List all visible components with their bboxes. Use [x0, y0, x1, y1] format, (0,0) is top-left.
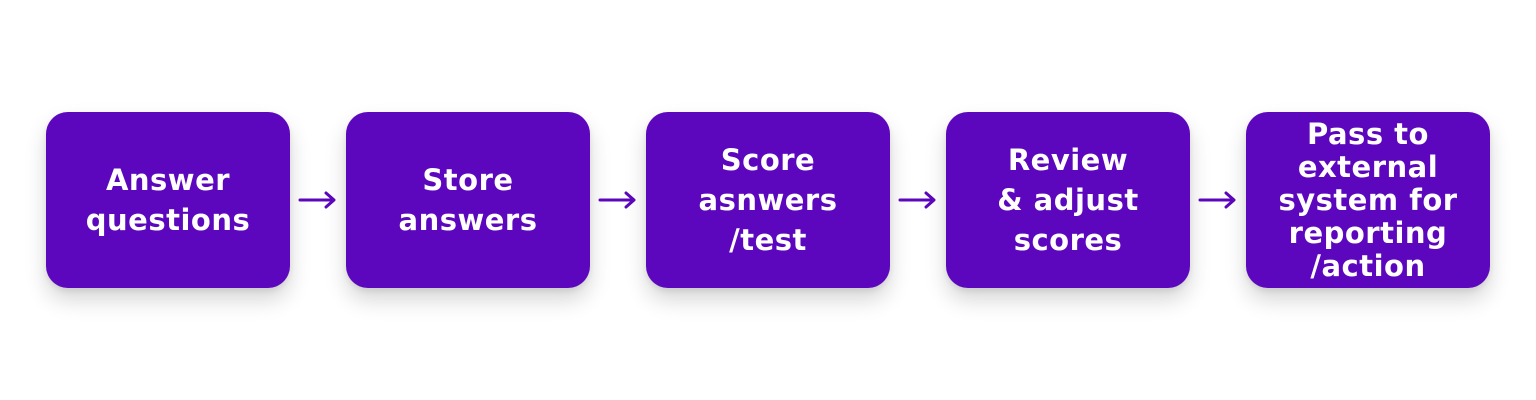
step-label: Answer questions: [85, 163, 251, 237]
arrow-right-icon: [598, 191, 636, 209]
step-box-store-answers: Store answers: [346, 112, 590, 288]
step-box-review-adjust: Review & adjust scores: [946, 112, 1190, 288]
step-box-score-answers: Score asnwers /test: [646, 112, 890, 288]
arrow-right-icon: [1198, 191, 1236, 209]
arrow-right-icon: [298, 191, 336, 209]
step-label: Pass to external system for reporting /a…: [1278, 116, 1458, 283]
step-label: Review & adjust scores: [997, 143, 1139, 257]
step-box-answer-questions: Answer questions: [46, 112, 290, 288]
step-box-pass-external: Pass to external system for reporting /a…: [1246, 112, 1490, 288]
arrow-right-icon: [898, 191, 936, 209]
step-label: Store answers: [398, 163, 538, 237]
step-label: Score asnwers /test: [698, 143, 838, 257]
